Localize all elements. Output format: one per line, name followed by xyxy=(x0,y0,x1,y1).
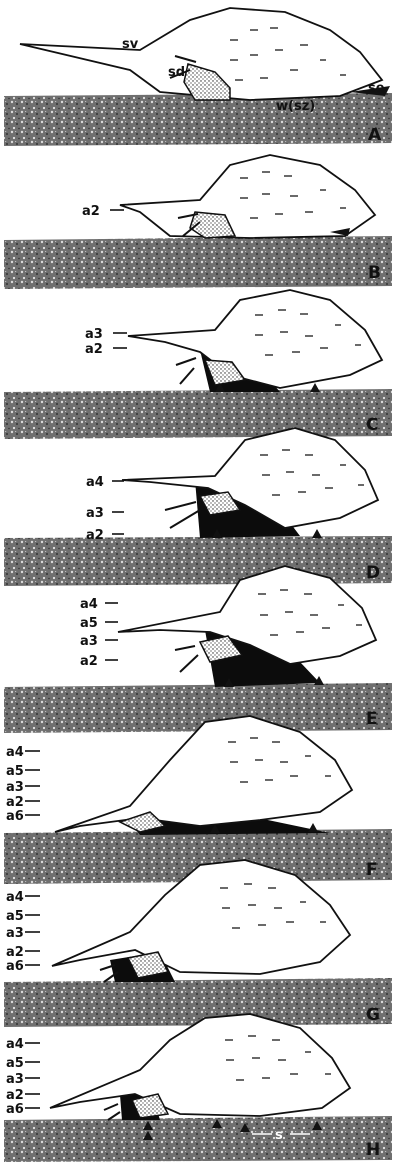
label-a2: a2 xyxy=(6,945,24,960)
shell xyxy=(55,716,352,832)
panel-b: a2 B xyxy=(4,155,392,289)
label-a5: a5 xyxy=(80,616,98,631)
panel-d: a4 a3 a2 D xyxy=(4,428,392,586)
label-a3: a3 xyxy=(6,780,24,795)
panel-f: a4 a5 a3 a2 a6 F xyxy=(4,716,392,884)
label-a2: a2 xyxy=(80,654,98,669)
panel-h: s a4 a5 a3 a2 a6 H xyxy=(4,1014,392,1162)
sediment-layer xyxy=(4,93,392,146)
label-se: se xyxy=(368,81,385,96)
tentacle xyxy=(176,358,196,384)
label-a4: a4 xyxy=(80,597,98,612)
label-a3: a3 xyxy=(6,926,24,941)
label-a4: a4 xyxy=(6,1037,24,1052)
sediment-layer xyxy=(4,1116,392,1162)
shell xyxy=(50,1014,350,1116)
sediment-layer xyxy=(4,236,392,289)
panel-letter-b: B xyxy=(368,263,381,283)
panel-a: sv sd se w(sz) A xyxy=(4,8,392,146)
panel-letter-e: E xyxy=(366,709,378,729)
label-a5: a5 xyxy=(6,764,24,779)
tentacle xyxy=(104,1104,120,1120)
label-a6: a6 xyxy=(6,809,24,824)
label-a3: a3 xyxy=(86,506,104,521)
sediment-layer xyxy=(4,683,392,733)
label-a2: a2 xyxy=(6,1088,24,1103)
panel-letter-g: G xyxy=(366,1005,380,1025)
label-a6: a6 xyxy=(6,1102,24,1117)
label-sv: sv xyxy=(122,37,139,52)
label-a5: a5 xyxy=(6,909,24,924)
panel-letter-f: F xyxy=(366,860,378,880)
panel-letter-a: A xyxy=(368,125,382,145)
label-a3: a3 xyxy=(85,327,103,342)
label-a4: a4 xyxy=(6,745,24,760)
panel-e: a4 a5 a3 a2 E xyxy=(4,566,392,733)
tentacle xyxy=(165,502,200,528)
label-a4: a4 xyxy=(6,890,24,905)
shell xyxy=(128,290,382,388)
sediment-layer xyxy=(4,389,392,439)
label-s: s xyxy=(275,1128,283,1143)
label-a2: a2 xyxy=(82,204,100,219)
sediment-layer xyxy=(4,978,392,1027)
label-a3: a3 xyxy=(80,634,98,649)
label-wsz: w(sz) xyxy=(276,99,315,114)
label-a5: a5 xyxy=(6,1056,24,1071)
label-a3: a3 xyxy=(6,1072,24,1087)
label-a2: a2 xyxy=(85,342,103,357)
shell xyxy=(120,155,375,238)
panel-letter-d: D xyxy=(366,563,380,583)
sediment-layer xyxy=(4,536,392,586)
panel-c: a3 a2 C xyxy=(4,290,392,439)
panel-g: a4 a5 a3 a2 a6 G xyxy=(4,860,392,1027)
panel-letter-h: H xyxy=(366,1140,380,1160)
panel-letter-c: C xyxy=(366,415,378,435)
label-a6: a6 xyxy=(6,959,24,974)
label-a4: a4 xyxy=(86,475,104,490)
label-sd: sd xyxy=(168,65,185,80)
tentacle xyxy=(175,646,198,672)
label-a2: a2 xyxy=(6,795,24,810)
label-a2: a2 xyxy=(86,528,104,543)
